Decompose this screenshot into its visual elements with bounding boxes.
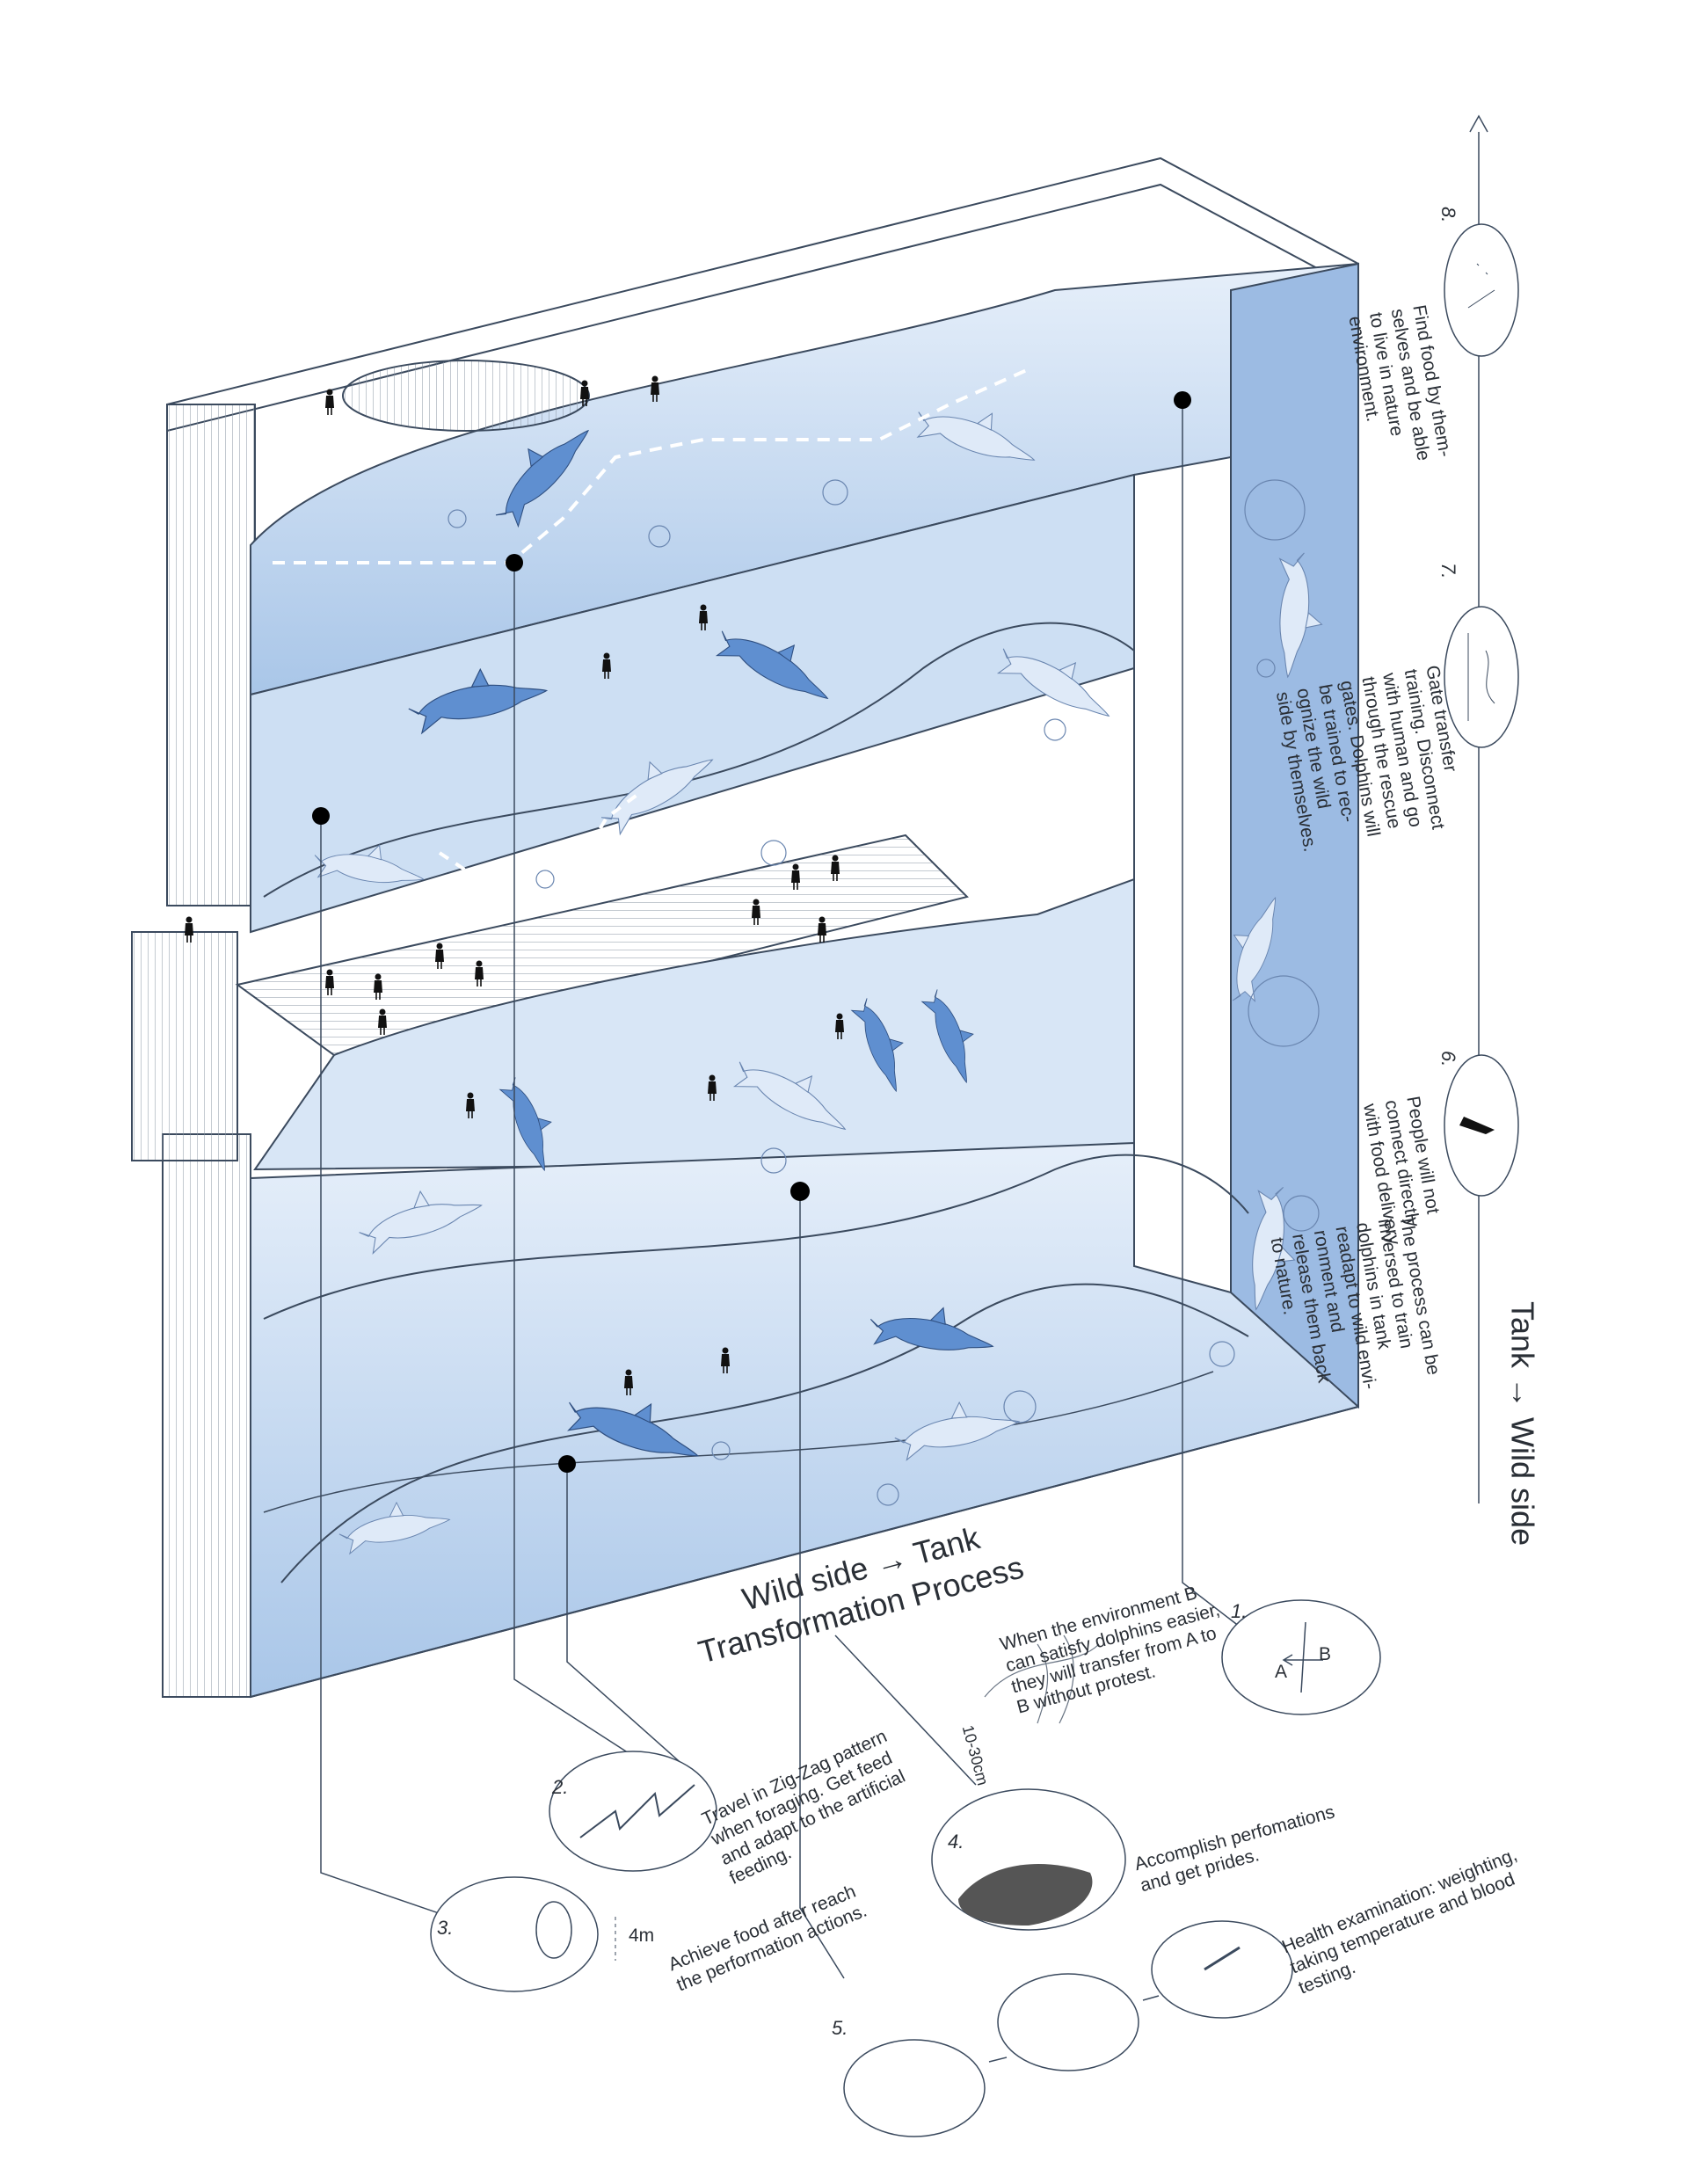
zigzag-path-icon	[579, 1784, 695, 1838]
step-5-number: 5.	[832, 2017, 848, 2039]
ramp-curve	[263, 1371, 1214, 1513]
lower-left-wall	[162, 1133, 251, 1698]
audience-icon	[958, 1864, 1093, 1926]
step-6-number: 6.	[1437, 1051, 1459, 1067]
front-bottom-edge	[250, 1406, 1359, 1698]
zigzag-dash-path	[438, 790, 644, 890]
gate-icon	[1467, 633, 1495, 721]
inverse-process-note: The process can be inversed to train dol…	[1267, 1213, 1444, 1391]
step-7-text: Gate transfer training. Disconnect with …	[1271, 664, 1461, 854]
arrow-icon	[988, 1995, 1160, 2063]
step-2-circle	[549, 1751, 717, 1872]
step-1-circle	[1221, 1599, 1381, 1715]
leader-lines	[320, 400, 1241, 1979]
bubbles	[447, 479, 1320, 1506]
step-7-number: 7.	[1437, 563, 1459, 579]
diver-icon	[1459, 1117, 1495, 1134]
upper-tank-water	[250, 262, 1359, 696]
roof-oculus	[342, 360, 590, 432]
step-1-number: 1.	[1231, 1600, 1248, 1622]
hoop-jump-icon	[535, 1901, 572, 1959]
label-b: B	[1319, 1644, 1332, 1664]
side-arrow-head	[1469, 114, 1488, 133]
zigzag-dash-path	[273, 368, 1030, 564]
step-7-circle	[1444, 606, 1519, 748]
upper-left-wall	[166, 404, 256, 906]
ramp-curve	[263, 1154, 1249, 1320]
ramp-curve	[263, 622, 1135, 898]
amphitheater-seating	[235, 834, 969, 1057]
label-a: A	[1275, 1662, 1288, 1682]
sonar-sketch	[984, 1634, 1100, 1724]
step-5a-circle	[843, 2039, 986, 2137]
marker-dots	[312, 391, 1191, 1473]
medical-exam-icon	[1204, 1946, 1241, 1971]
step-2-number: 2.	[552, 1776, 569, 1798]
step-5b-circle	[997, 1973, 1139, 2071]
step-3-number: 3.	[437, 1917, 454, 1939]
step-3-circle	[430, 1876, 599, 1992]
performance-pool	[253, 877, 1135, 1171]
a-to-b-icon	[1300, 1621, 1306, 1693]
side-title: Tank → Wild side	[1504, 1301, 1541, 1547]
wild-dolphin-icon	[1467, 263, 1495, 309]
step-8-number: 8.	[1437, 207, 1459, 223]
distance-label-4m: 4m	[629, 1926, 655, 1946]
step-5c-circle	[1151, 1920, 1293, 2019]
step-4-number: 4.	[948, 1831, 964, 1853]
mid-left-wall	[131, 931, 238, 1161]
step-8-circle	[1444, 223, 1519, 357]
ramp-curve	[280, 1283, 1249, 1583]
